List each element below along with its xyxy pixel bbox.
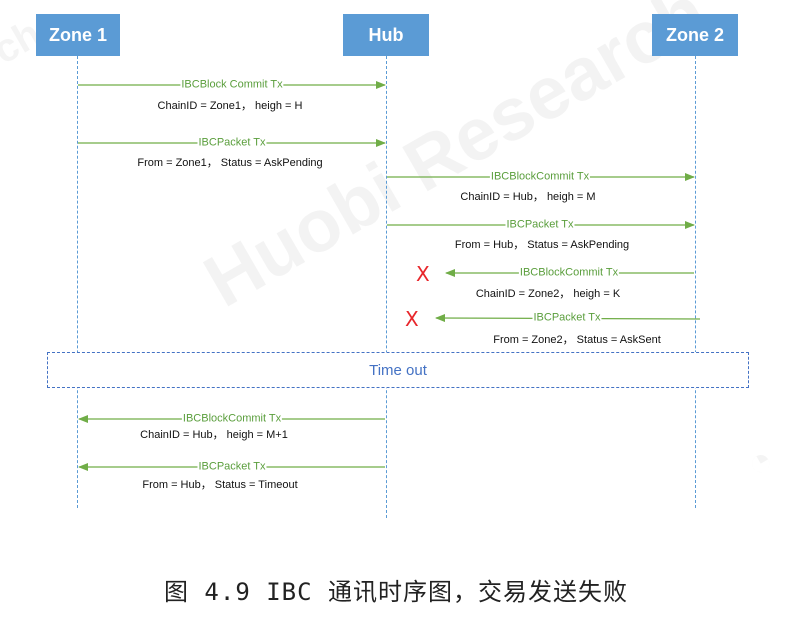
lifeline-hub	[386, 56, 387, 518]
failure-x-icon: X	[405, 307, 419, 331]
message-detail: From = Hub， Status = Timeout	[142, 479, 298, 491]
message-label: IBCBlockCommit Tx	[489, 170, 591, 184]
message-label: IBCBlockCommit Tx	[518, 266, 620, 280]
participant-hub: Hub	[343, 14, 429, 56]
message-label: IBCBlockCommit Tx	[181, 412, 283, 426]
message-label: IBCPacket Tx	[532, 311, 602, 325]
message-detail: From = Hub， Status = AskPending	[454, 239, 630, 251]
timeout-label: Time out	[369, 361, 427, 379]
message-detail: ChainID = Zone1， heigh = H	[157, 100, 303, 112]
timeout-frame: Time out	[47, 352, 749, 388]
message-label: IBCBlock Commit Tx	[180, 78, 284, 92]
participant-zone2: Zone 2	[652, 14, 738, 56]
message-detail: ChainID = Hub， heigh = M	[460, 191, 596, 203]
message-label: IBCPacket Tx	[505, 218, 575, 232]
message-detail: ChainID = Zone2， heigh = K	[475, 288, 621, 300]
message-detail: ChainID = Hub， heigh = M+1	[140, 429, 288, 441]
failure-x-icon: X	[416, 262, 430, 286]
message-detail: From = Zone1， Status = AskPending	[137, 157, 323, 169]
lifeline-zone1	[77, 56, 78, 508]
lifeline-zone2	[695, 56, 696, 508]
participant-zone1: Zone 1	[36, 14, 120, 56]
figure-caption: 图 4.9 IBC 通讯时序图，交易发送失败	[163, 578, 629, 606]
message-label: IBCPacket Tx	[197, 460, 267, 474]
message-detail: From = Zone2， Status = AskSent	[493, 334, 661, 346]
message-label: IBCPacket Tx	[197, 136, 267, 150]
